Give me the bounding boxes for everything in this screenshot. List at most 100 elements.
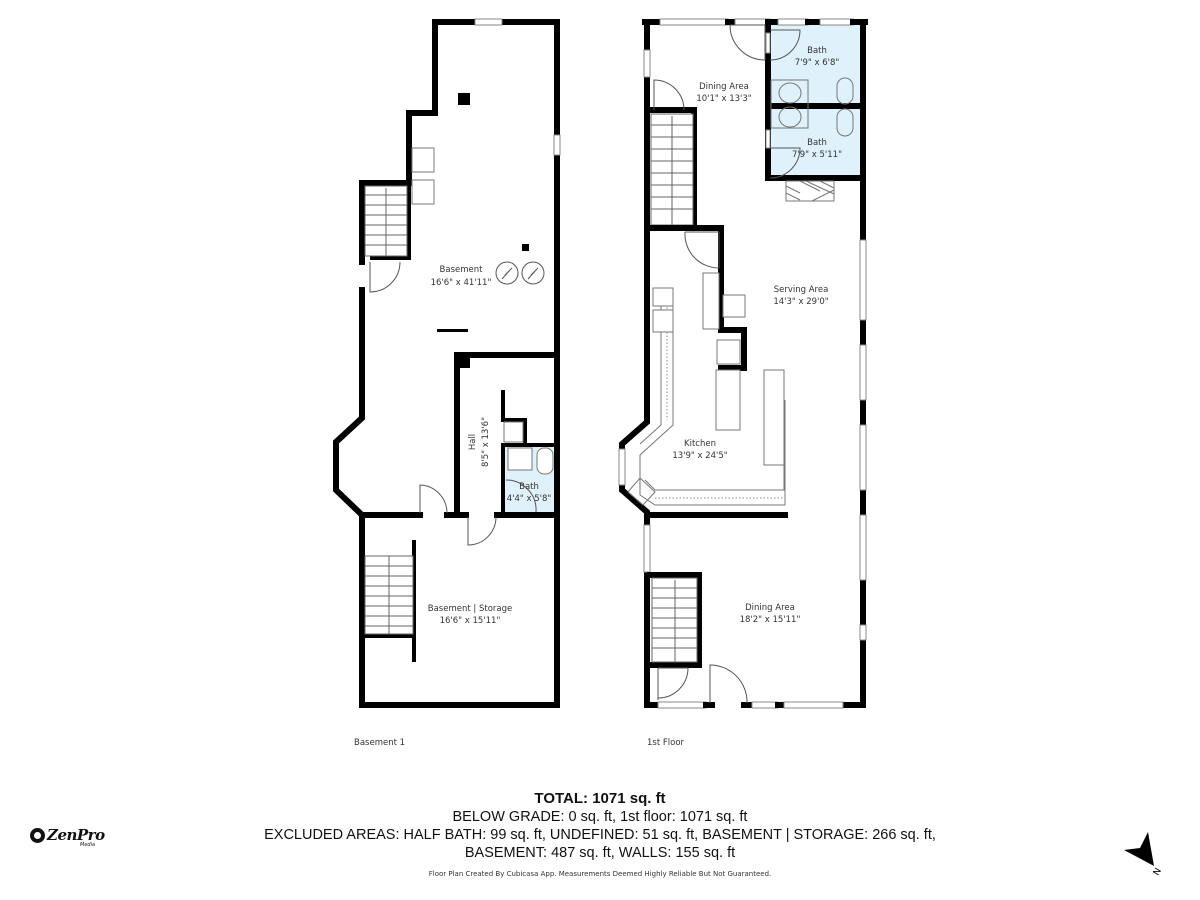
room-name-kitchen: Kitchen (684, 439, 716, 449)
total-area: TOTAL: 1071 sq. ft (534, 790, 666, 807)
stairs-icon (650, 113, 694, 226)
sink-icon (503, 421, 524, 443)
window (643, 524, 651, 573)
vanity (770, 79, 809, 129)
brand-logo: ZenPro Media (30, 826, 105, 848)
room-dim-basement: 16'6" x 41'11" (431, 278, 492, 288)
fireplace-icon (785, 180, 835, 202)
window (859, 424, 867, 491)
wall-bath (501, 390, 527, 513)
window (819, 18, 854, 26)
sink-icon (778, 82, 802, 104)
column (458, 93, 470, 105)
sink-icon (778, 106, 802, 128)
wall-segment (860, 490, 866, 515)
sink-icon (716, 339, 741, 365)
yin-yang-icon (30, 827, 45, 843)
sink-icon (507, 447, 533, 471)
water-heater-icon (495, 261, 545, 285)
bath-fill-upper (771, 25, 861, 177)
window (751, 701, 779, 709)
toilet-icon (536, 447, 554, 475)
appliance (411, 147, 435, 173)
room-dim-bath-1: 7'9" x 6'8" (795, 58, 840, 68)
room-dim-kitchen: 13'9" x 24'5" (672, 451, 727, 461)
room-name-hall: Hall (468, 434, 478, 450)
excluded-areas-cont: BASEMENT: 487 sq. ft, WALLS: 155 sq. ft (464, 845, 736, 861)
wall-hall (454, 352, 560, 518)
floorplan-basement-1: Basement 16'6" x 41'11" Hall 8'5" x 13'6… (333, 18, 561, 708)
window (734, 18, 771, 26)
door-swing (505, 479, 537, 513)
counter (639, 290, 786, 506)
wall-segment (860, 400, 866, 425)
window (553, 134, 561, 156)
wall-kitchen (647, 225, 747, 371)
counter (715, 369, 741, 431)
window (474, 18, 503, 26)
room-name-serving-area: Serving Area (774, 285, 829, 295)
counter (639, 290, 662, 445)
room-name-bath-2: Bath (807, 138, 827, 148)
room-dim-dining-area-lower: 18'2" x 15'11" (740, 615, 801, 625)
island (763, 369, 785, 466)
wall-1st-outer-left (619, 74, 650, 528)
door-swing (653, 79, 685, 111)
room-name-dining-area-upper: Dining Area (699, 82, 749, 92)
window (657, 701, 707, 709)
area-summary: TOTAL: 1071 sq. ft BELOW GRADE: 0 sq. ft… (0, 790, 1200, 862)
room-name-basement: Basement (440, 265, 484, 275)
wall (644, 569, 661, 708)
window (643, 49, 651, 78)
appliance (411, 179, 435, 205)
door-swing (709, 664, 748, 704)
stairs-icon (364, 185, 408, 257)
door-swing (769, 29, 801, 61)
door-swing (729, 24, 766, 61)
counter-corner (627, 477, 656, 506)
window (783, 701, 844, 709)
stairs-icon (651, 577, 698, 663)
floorplan-1st-floor: Dining Area 10'1" x 13'3" Bath 7'9" x 6'… (618, 18, 868, 709)
column (522, 244, 529, 251)
counter (644, 369, 785, 491)
wall (647, 572, 702, 668)
door-swing (684, 231, 720, 269)
stove-icon (702, 272, 720, 330)
logo-subtext: Media (80, 842, 96, 848)
sink-icon (652, 287, 674, 307)
floor-label-basement-1: Basement 1 (354, 738, 406, 748)
room-name-bath-1: Bath (807, 46, 827, 56)
door-swing (419, 484, 448, 514)
wall-segment (860, 580, 866, 625)
logo-text: ZenPro (47, 826, 105, 844)
beam (437, 329, 468, 332)
window (859, 239, 867, 321)
window (777, 18, 809, 26)
room-dim-hall: 8'5" x 13'6" (481, 417, 491, 467)
room-name-bath: Bath (519, 482, 539, 492)
area-breakdown: BELOW GRADE: 0 sq. ft, 1st floor: 1071 s… (452, 809, 748, 825)
door-swing (369, 261, 401, 293)
wall-basement-outer-upper (359, 19, 438, 265)
room-dim-bath: 4'4" x 5'8" (507, 494, 552, 504)
wall (840, 637, 866, 708)
room-dim-serving-area: 14'3" x 29'0" (773, 297, 828, 307)
door-swing (769, 147, 801, 179)
wall (647, 107, 697, 231)
toilet-icon (836, 108, 854, 137)
door-swing (467, 516, 497, 546)
door-swing (657, 667, 689, 700)
disclaimer: Floor Plan Created By Cubicasa App. Meas… (428, 870, 772, 878)
window (659, 18, 729, 26)
north-arrow-icon: N (1124, 832, 1164, 878)
compass-label: N (1152, 867, 1164, 878)
stairs-icon (364, 555, 414, 635)
wall-basement-outer-lower (333, 287, 560, 708)
wall (370, 183, 411, 260)
room-dim-bath-2: 7'9" x 5'11" (792, 150, 842, 160)
window (859, 344, 867, 401)
window (618, 448, 626, 486)
room-dim-dining-area-upper: 10'1" x 13'3" (696, 94, 751, 104)
